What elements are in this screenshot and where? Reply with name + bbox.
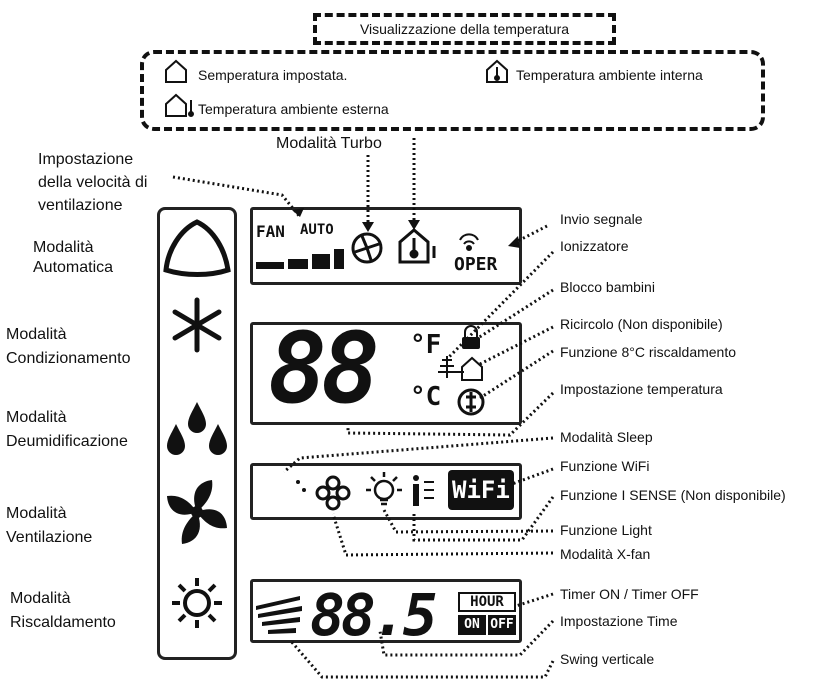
time-digits: 88.5	[310, 581, 438, 649]
temperature-legend	[140, 50, 765, 131]
house-outdoor-thermometer-icon	[165, 93, 194, 117]
fan-speed-bars-icon	[256, 249, 344, 269]
house-thermometer-icon	[486, 59, 508, 83]
legend-outdoor-temp: Temperatura ambiente esterna	[198, 101, 389, 117]
indoor-temp-house-icon	[398, 228, 436, 264]
leader-lines	[172, 138, 555, 679]
label-ionizer: Ionizzatore	[560, 238, 629, 254]
label-swing: Swing verticale	[560, 651, 655, 667]
wifi-text: WiFi	[452, 476, 510, 504]
label-timer: Timer ON / Timer OFF	[560, 586, 699, 602]
label-isense: Funzione I SENSE (Non disponibile)	[560, 487, 786, 503]
light-bulb-icon	[366, 472, 402, 506]
label-light: Funzione Light	[560, 522, 652, 538]
oper-text: OPER	[454, 254, 498, 275]
label-time-setting: Impostazione Time	[560, 613, 678, 629]
title-text: Visualizzazione della temperatura	[359, 21, 570, 37]
label-sleep: Modalità Sleep	[560, 429, 653, 445]
leader-arrowheads	[292, 208, 520, 248]
label-signal: Invio segnale	[560, 211, 643, 227]
droplets-icon	[167, 402, 227, 455]
wifi-badge	[448, 470, 514, 510]
diagram-title: Visualizzazione della temperatura	[313, 13, 616, 45]
label-mode-heat: Modalità Riscaldamento	[10, 590, 116, 631]
label-turbo: Modalità Turbo	[276, 135, 382, 152]
label-temp-setting: Impostazione temperatura	[560, 381, 723, 397]
label-wifi: Funzione WiFi	[560, 458, 650, 474]
label-heat-8c: Funzione 8°C riscaldamento	[560, 344, 737, 360]
heat-8c-icon	[457, 388, 485, 416]
auto-text: AUTO	[300, 222, 334, 238]
fan-text: FAN	[256, 222, 285, 241]
xfan-icon	[315, 475, 351, 511]
sleep-moon-icon	[266, 474, 306, 509]
sun-icon	[172, 578, 222, 628]
recirculation-icon	[456, 356, 483, 381]
label-xfan: Modalità X-fan	[560, 546, 651, 562]
label-mode-fan: Modalità Ventilazione	[6, 505, 93, 546]
lcd-panel-temperature	[250, 322, 522, 425]
legend-set-temp: Semperatura impostata.	[198, 67, 348, 83]
temperature-digits: 88	[268, 312, 380, 426]
label-mode-dry: Modalità Deumidificazione	[6, 409, 128, 450]
isense-icon	[413, 475, 434, 506]
mode-icon-panel	[157, 207, 237, 660]
ionizer-icon	[438, 356, 456, 378]
label-child-lock: Blocco bambini	[560, 279, 655, 295]
label-fan-speed: Impostazione della velocità di ventilazi…	[38, 151, 148, 214]
house-icon	[165, 59, 187, 83]
snowflake-icon	[172, 297, 222, 353]
auto-mode-icon	[163, 219, 231, 277]
on-badge: ON	[458, 615, 486, 635]
label-mode-cool: Modalità Condizionamento	[6, 326, 131, 367]
lcd-panel-fan	[250, 207, 522, 285]
swing-vertical-icon	[256, 596, 302, 634]
fan-mode-icon	[167, 480, 227, 544]
label-recirculation: Ricircolo (Non disponibile)	[560, 316, 723, 332]
turbo-icon	[351, 232, 383, 264]
unit-c: °C	[410, 382, 442, 412]
off-badge: OFF	[488, 615, 516, 635]
unit-f: °F	[410, 330, 442, 360]
hour-badge: HOUR	[458, 592, 516, 612]
legend-indoor-temp: Temperatura ambiente interna	[516, 67, 703, 83]
label-mode-auto: Modalità Automatica	[33, 239, 114, 276]
lcd-panel-timer	[250, 579, 522, 643]
lcd-panel-functions	[250, 463, 522, 520]
child-lock-icon	[462, 325, 480, 349]
signal-icon	[459, 233, 479, 251]
